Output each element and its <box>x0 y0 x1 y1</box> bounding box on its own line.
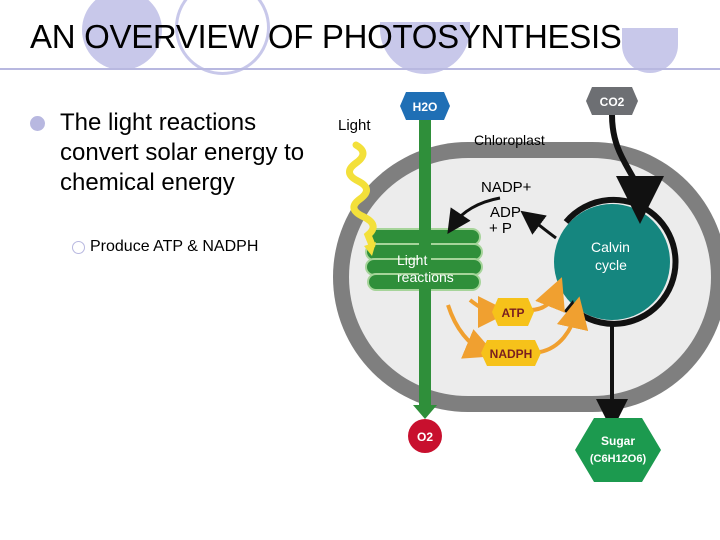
bullet-text: The light reactions convert solar energy… <box>60 109 305 196</box>
light-reactions-label-1: Light <box>397 252 428 268</box>
calvin-cycle-circle <box>554 204 670 320</box>
calvin-label-1: Calvin <box>591 239 630 255</box>
light-reactions-label-2: reactions <box>397 269 454 285</box>
light-label: Light <box>338 117 371 134</box>
bullet-dot-icon <box>30 116 45 131</box>
atp-label: ATP <box>501 306 524 320</box>
nadph-to-calvin-arrow <box>539 296 589 354</box>
h2o-label: H2O <box>413 100 438 114</box>
nadp-arrow <box>447 196 501 234</box>
atp-to-calvin-arrow <box>529 277 565 313</box>
sugar-label: Sugar <box>601 434 635 448</box>
decorative-circle-ring <box>175 0 270 75</box>
adp-arrow <box>520 210 557 240</box>
slide-title: AN OVERVIEW OF PHOTOSYNTHESIS <box>30 18 622 55</box>
light-wave <box>346 141 377 249</box>
h2o-badge <box>400 92 450 120</box>
sugar-badge <box>575 418 661 482</box>
adp-label: ADP <box>490 204 521 221</box>
title-divider <box>0 68 720 70</box>
chloroplast-label: Chloroplast <box>474 132 545 148</box>
sugar-formula: (C6H12O6) <box>590 453 647 465</box>
nadp-label: NADP+ <box>481 179 532 196</box>
nadph-badge <box>481 340 541 366</box>
o2-label: O2 <box>417 430 433 444</box>
sub-bullet-ring-icon <box>72 241 85 254</box>
water-channel <box>419 110 431 410</box>
co2-arrow <box>609 114 664 224</box>
nadph-out-arrow <box>446 304 497 359</box>
calvin-label-2: cycle <box>595 257 627 273</box>
co2-badge <box>586 87 638 115</box>
decorative-circle-small-2 <box>622 28 678 73</box>
sub-bullet-text: Produce ATP & NADPH <box>90 238 259 255</box>
nadph-label: NADPH <box>490 347 533 361</box>
co2-label: CO2 <box>600 95 625 109</box>
o2-badge <box>408 419 442 453</box>
decorative-circle-large <box>82 0 162 70</box>
atp-badge <box>492 298 534 326</box>
pi-label: + P <box>489 220 512 237</box>
